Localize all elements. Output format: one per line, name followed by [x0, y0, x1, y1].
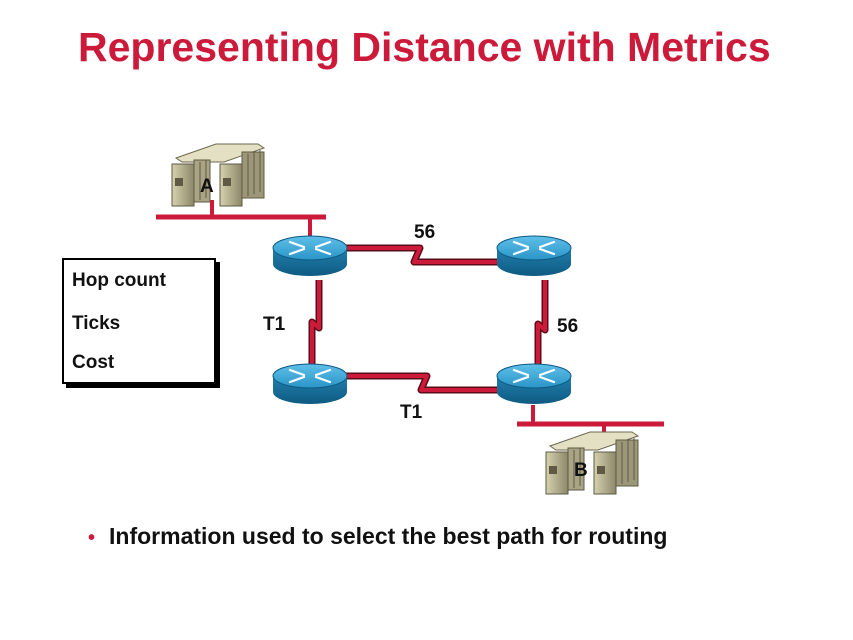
router-top-left	[272, 235, 348, 276]
link-top-label: 56	[414, 222, 435, 243]
link-right-label: 56	[557, 316, 578, 337]
bullet-text: Information used to select the best path…	[109, 523, 668, 549]
link-left-label: T1	[263, 314, 286, 335]
server-icon-host-b: B	[545, 431, 640, 495]
server-icon-host-a: A	[171, 143, 266, 207]
metrics-box: Hop count Ticks Cost	[62, 258, 216, 384]
router-top-right	[496, 235, 572, 276]
host-b-label: B	[574, 460, 588, 481]
router-bottom-left	[272, 363, 348, 404]
bullet-point: • Information used to select the best pat…	[88, 523, 667, 550]
link-bottom-label: T1	[400, 402, 423, 423]
metric-hop-count: Hop count	[72, 270, 166, 291]
bullet-icon: •	[88, 527, 96, 549]
link-right-56	[534, 280, 549, 368]
link-bottom-t1	[346, 372, 498, 394]
router-bottom-right	[496, 363, 572, 404]
link-top-56	[346, 244, 498, 266]
link-left-t1	[308, 280, 323, 368]
host-a-label: A	[200, 176, 214, 197]
metric-cost: Cost	[72, 352, 115, 373]
slide-title: Representing Distance with Metrics	[78, 24, 771, 70]
metric-ticks: Ticks	[72, 313, 121, 334]
